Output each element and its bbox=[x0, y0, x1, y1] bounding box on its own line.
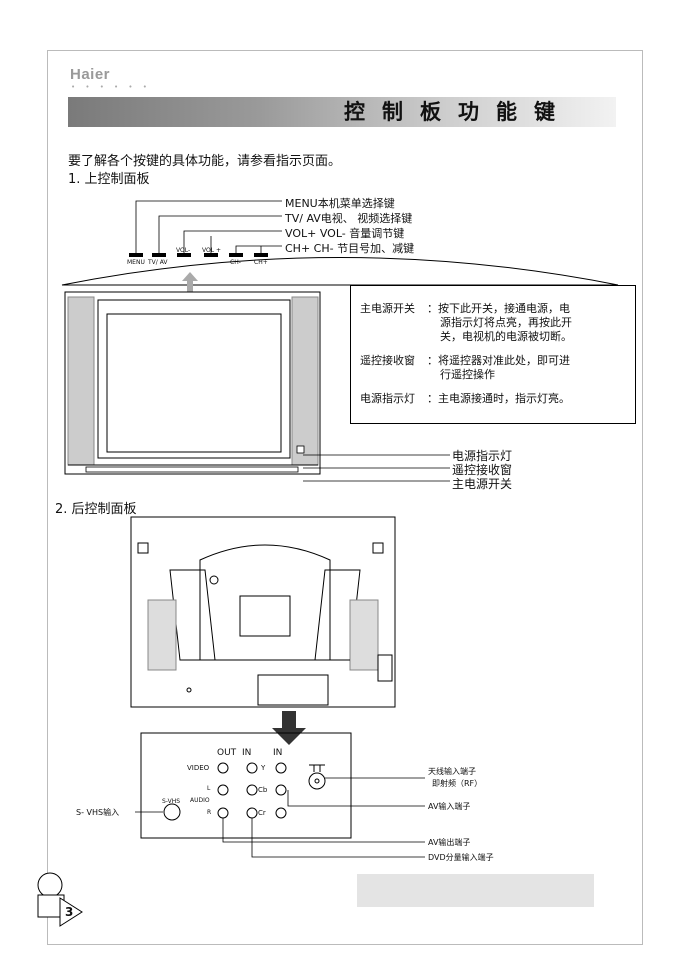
page-number: 3 bbox=[65, 905, 74, 919]
info-power-label: 主电源开关 bbox=[360, 302, 415, 315]
label-cb: Cb bbox=[258, 786, 268, 794]
callout-tvav: TV/ AV电视、 视频选择键 bbox=[285, 212, 413, 225]
brand-logo: Haier bbox=[70, 66, 111, 83]
label-svhs-input: S- VHS输入 bbox=[76, 808, 120, 817]
tvav-button bbox=[152, 253, 166, 257]
label-audio: AUDIO bbox=[190, 797, 210, 804]
label-power-led: 电源指示灯 bbox=[452, 449, 513, 463]
label-l: L bbox=[207, 785, 211, 792]
button-label-ch-minus: CH- bbox=[230, 259, 241, 266]
brand-logo-dots: • • • • • • bbox=[71, 83, 151, 91]
label-in-2: IN bbox=[273, 748, 283, 758]
button-label-menu: MENU bbox=[127, 259, 145, 266]
label-cr: Cr bbox=[258, 809, 266, 817]
label-antenna-2: 即射频（RF） bbox=[432, 779, 483, 788]
label-svhs-small: S-VHS bbox=[162, 798, 181, 805]
info-power-line1: ：按下此开关，接通电源，电 bbox=[427, 302, 570, 315]
label-av-input: AV输入端子 bbox=[428, 802, 471, 811]
ch-plus-button bbox=[254, 253, 268, 257]
label-out: OUT bbox=[217, 748, 237, 758]
info-power-line3: 关，电视机的电源被切断。 bbox=[440, 330, 572, 343]
callout-menu: MENU本机菜单选择键 bbox=[285, 197, 395, 210]
section2-heading: 2. 后控制面板 bbox=[55, 502, 137, 517]
tv-rear-outline bbox=[130, 516, 396, 708]
info-power-line2: 源指示灯将点亮，再按此开 bbox=[440, 316, 572, 329]
page-title: 控制板功能键 bbox=[344, 100, 572, 124]
info-remote-line2: 行遥控操作 bbox=[440, 368, 495, 381]
mascot-icon bbox=[37, 872, 63, 898]
callout-ch: CH+ CH- 节目号加、减键 bbox=[285, 242, 415, 255]
vol-minus-button bbox=[177, 253, 191, 257]
callout-vol: VOL+ VOL- 音量调节键 bbox=[285, 227, 405, 240]
title-bar: 控制板功能键 bbox=[68, 97, 616, 127]
button-label-vol-plus: VOL + bbox=[202, 247, 221, 254]
connector-panel bbox=[140, 732, 352, 839]
info-remote-label: 遥控接收窗 bbox=[360, 354, 415, 367]
arrow-down-icon bbox=[272, 728, 306, 745]
page-frame bbox=[47, 50, 643, 945]
bottom-gray-box bbox=[357, 874, 594, 907]
label-r: R bbox=[207, 809, 212, 816]
top-panel-dome bbox=[61, 257, 619, 286]
ch-minus-button bbox=[229, 253, 243, 257]
label-video: VIDEO bbox=[187, 764, 210, 772]
menu-button bbox=[129, 253, 143, 257]
info-remote-line1: ：将遥控器对准此处，即可进 bbox=[427, 354, 570, 367]
vol-plus-button bbox=[204, 253, 218, 257]
button-label-ch-plus: CH+ bbox=[254, 259, 268, 266]
label-av-output: AV输出端子 bbox=[428, 838, 471, 847]
rear-connector-panel-small bbox=[257, 674, 329, 706]
section1-heading: 1. 上控制面板 bbox=[68, 172, 150, 187]
tv-screen bbox=[106, 313, 282, 453]
arrow-up-icon bbox=[182, 272, 198, 281]
label-in-1: IN bbox=[242, 748, 252, 758]
info-led-label: 电源指示灯 bbox=[360, 392, 415, 405]
info-led-line1: ：主电源接通时，指示灯亮。 bbox=[427, 392, 570, 405]
label-dvd-input: DVD分量输入端子 bbox=[428, 853, 494, 862]
led-icon bbox=[296, 445, 305, 454]
button-label-tvav: TV/ AV bbox=[148, 259, 168, 266]
label-remote-window: 遥控接收窗 bbox=[452, 463, 513, 477]
label-y: Y bbox=[261, 764, 266, 772]
label-antenna-1: 天线输入端子 bbox=[428, 767, 476, 776]
info-box bbox=[350, 285, 636, 424]
label-power-switch: 主电源开关 bbox=[452, 477, 513, 491]
tv-front-outline bbox=[64, 291, 321, 475]
button-label-vol-minus: VOL- bbox=[176, 247, 191, 254]
intro-text: 要了解各个按键的具体功能，请参看指示页面。 bbox=[68, 154, 342, 169]
